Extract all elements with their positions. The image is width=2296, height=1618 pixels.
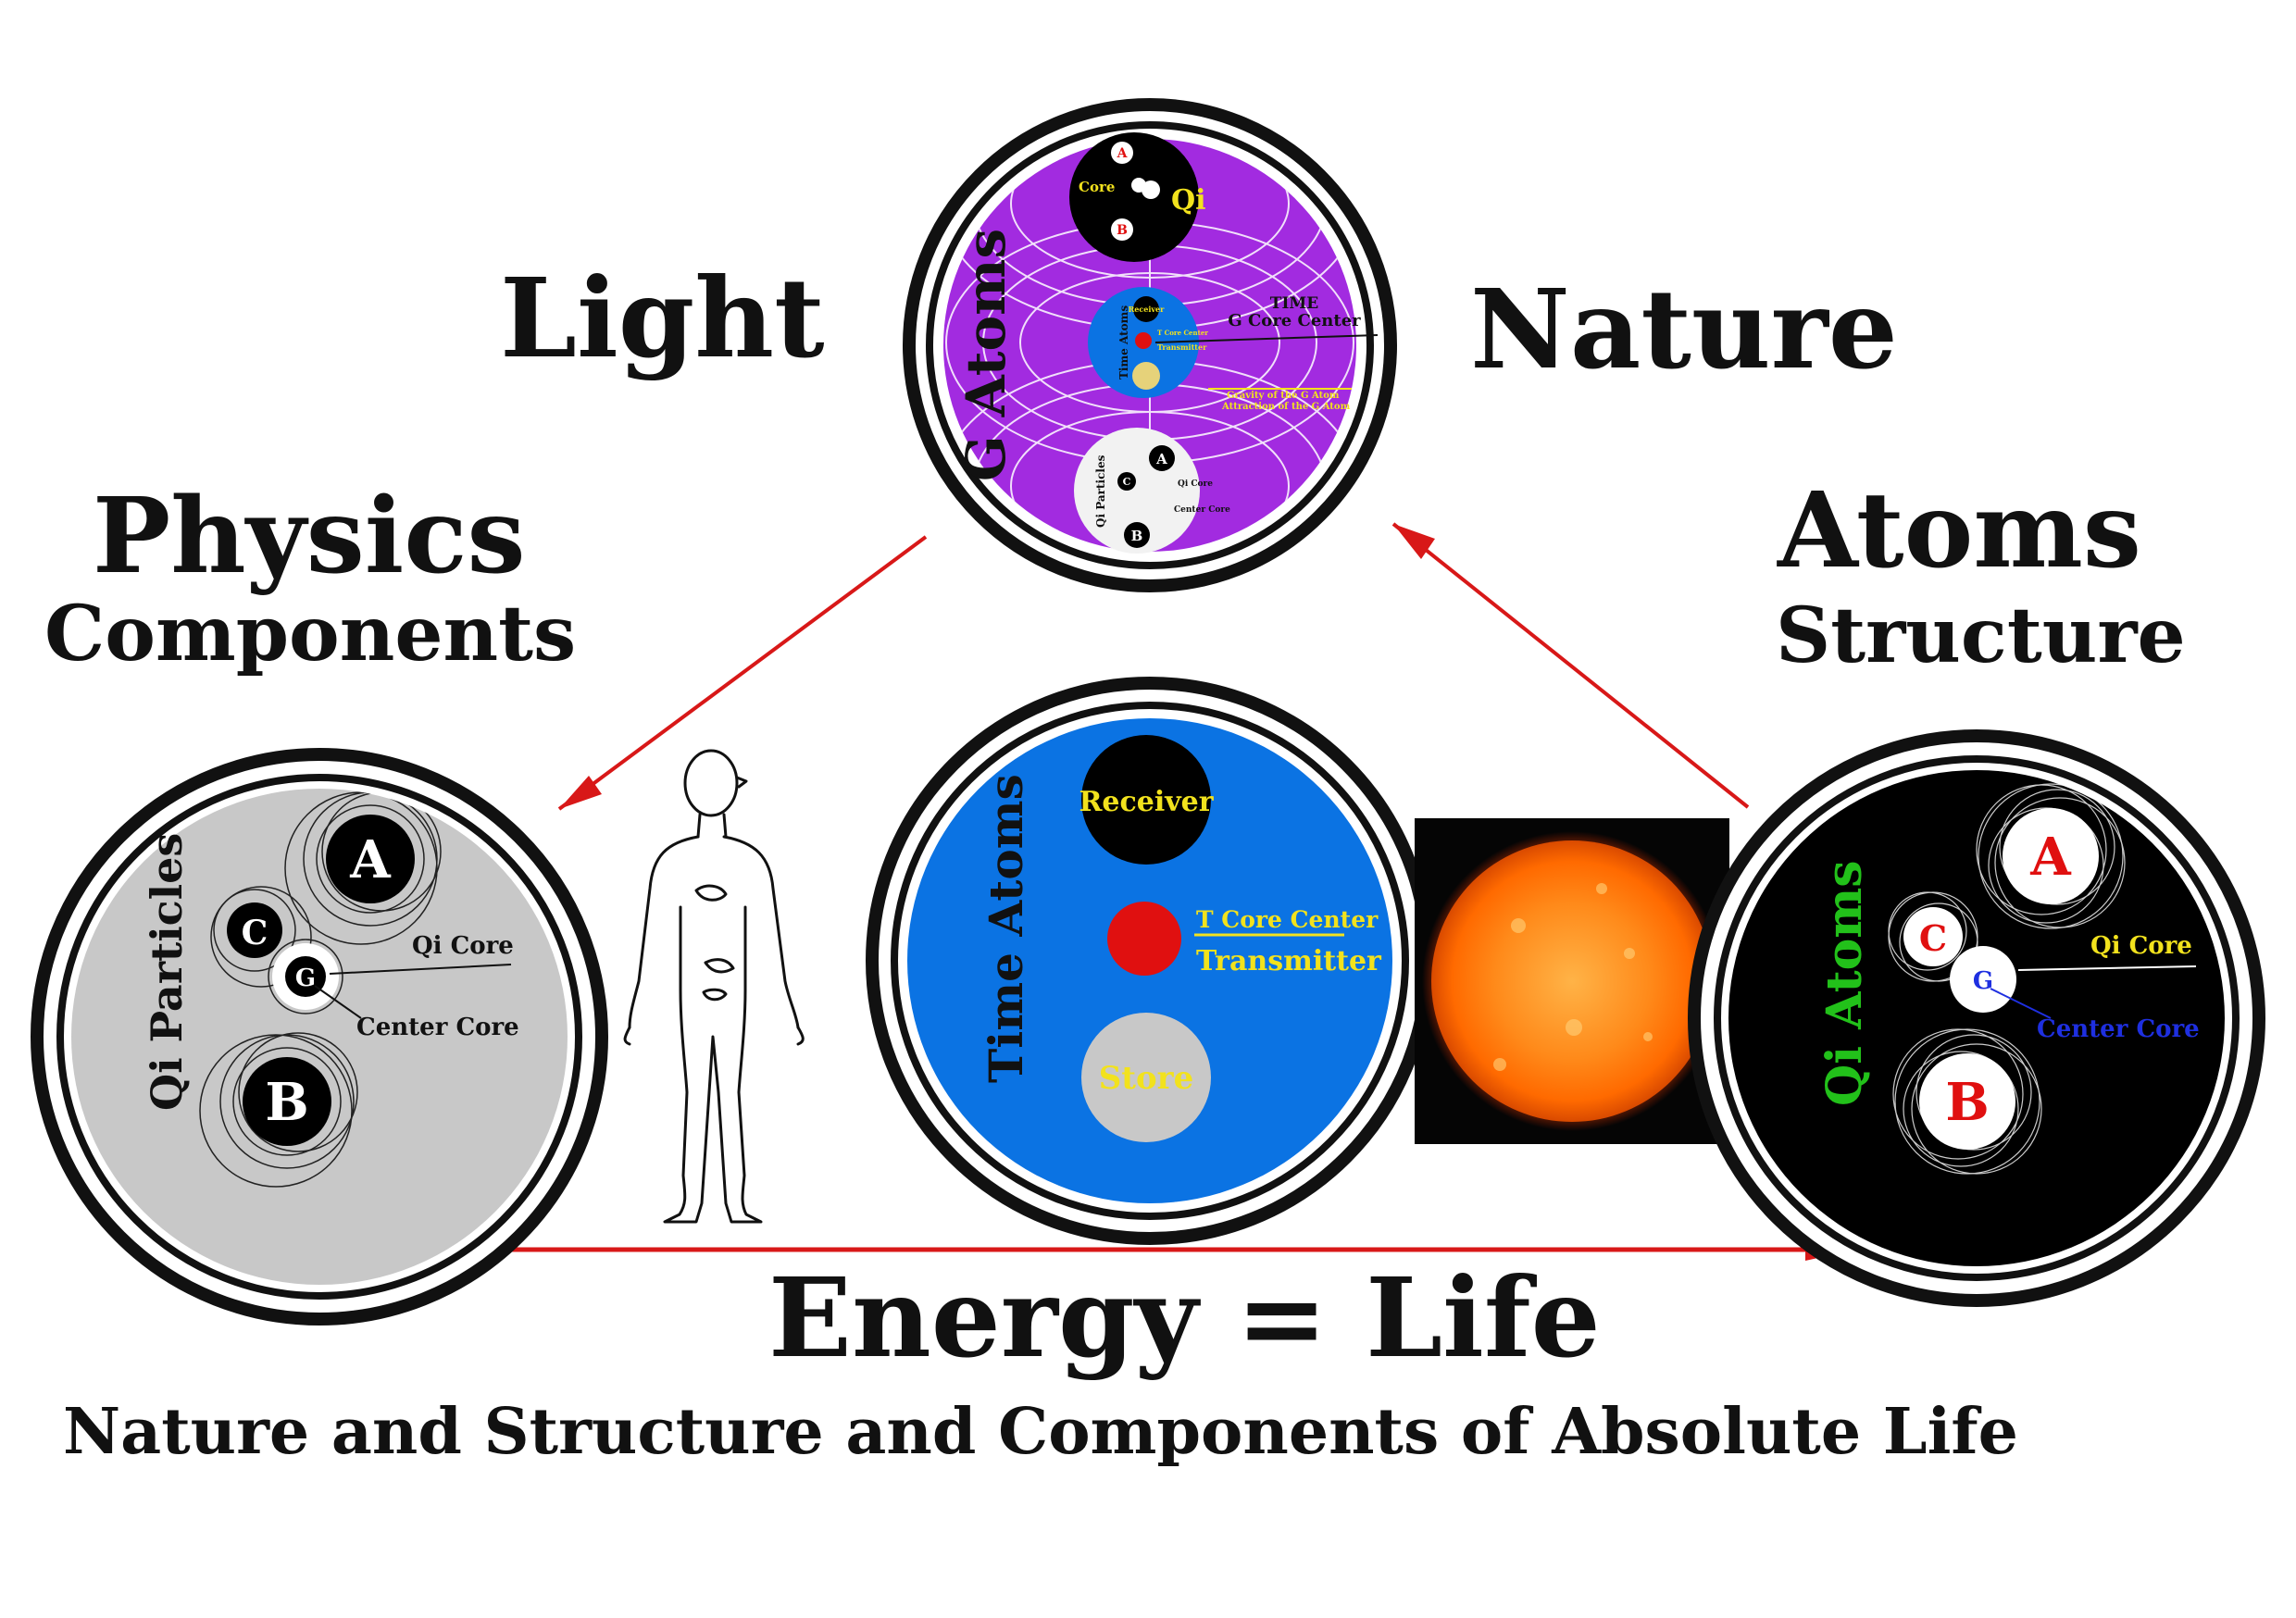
g-qi-label: Qi [1171,184,1206,217]
store-circle [1081,1013,1211,1142]
sun-image [1415,818,1729,1144]
label-physics: Physics [93,476,526,597]
t-core-dot [1107,902,1181,976]
g-qp-b-label: B [1131,528,1143,544]
label-subtitle: Nature and Structure and Components of A… [63,1395,2018,1469]
label-components: Components [44,590,576,678]
receiver-circle [1081,735,1211,865]
g-atoms-circle: A B Qi Core Receiver T Core Center Trans… [903,98,1397,592]
qp-b-label: B [265,1072,308,1133]
g-t-core-label: T Core Center [1157,329,1208,337]
human-body-outline [623,749,805,1224]
qa-title: Qi Atoms [1816,860,1873,1106]
qa-g-label: G [1973,967,1993,995]
qp-c-label: C [242,914,268,952]
store-label: Store [1099,1060,1193,1097]
g-qp-c-label: C [1123,476,1131,488]
qp-g-label: G [295,965,316,992]
qa-center-core-label: Center Core [2037,1015,2200,1043]
transmitter-label: Transmitter [1196,945,1382,977]
qa-b-label: B [1945,1072,1989,1133]
g-time-atoms-label: Time Atoms [1117,305,1130,380]
arrowhead-g [1393,524,1435,559]
arrow-g-to-physics [557,535,928,811]
label-energy-life: Energy = Life [768,1253,1601,1382]
receiver-label: Receiver [1079,786,1214,818]
qa-c-label: C [1919,917,1947,959]
label-structure: Structure [1776,591,2186,680]
g-qp-a-label: A [1155,451,1167,467]
g-qi-circle [1069,132,1199,262]
arrowhead-physics [559,776,602,809]
g-qp-title: Qi Particles [1094,454,1107,528]
qp-a-label: A [349,829,392,890]
qi-particles-circle: A B C G Qi Core Center Core Qi Particles [31,748,608,1326]
g-qi-b-label: B [1117,223,1128,238]
qp-center-core-label: Center Core [356,1014,519,1041]
g-qi-a-label: A [1117,146,1129,161]
qi-atoms-circle: A B C G Qi Core Center Core Qi Atoms [1688,729,2265,1307]
qa-a-label: A [2029,827,2072,888]
qp-title: Qi Particles [142,833,192,1111]
label-light: Light [500,254,825,382]
time-atoms-circle: Receiver T Core Center Transmitter Store… [866,677,1434,1245]
arrow-atoms-to-g [1391,522,1750,809]
g-atoms-title: G Atoms [955,229,1017,481]
qp-qi-core-label: Qi Core [412,932,514,960]
g-core-label: Core [1079,179,1115,195]
g-receiver-label: Receiver [1129,305,1165,314]
g-qp-center-core-label: Center Core [1174,505,1230,515]
g-qp-qi-core-label: Qi Core [1178,479,1213,489]
qa-qi-core-label: Qi Core [2090,932,2192,960]
time-atoms-title: Time Atoms [979,774,1033,1083]
g-time-label: TIME [1270,294,1318,313]
g-gravity-label: Gravity of the G Atom [1227,391,1340,401]
label-nature: Nature [1470,265,1898,393]
t-core-center-label: T Core Center [1196,906,1379,933]
label-atoms: Atoms [1777,470,2141,591]
g-transmitter-label: Transmitter [1157,342,1207,352]
g-attraction-label: Attraction of the G Atom [1221,402,1351,412]
g-core-center-label: G Core Center [1228,311,1361,330]
